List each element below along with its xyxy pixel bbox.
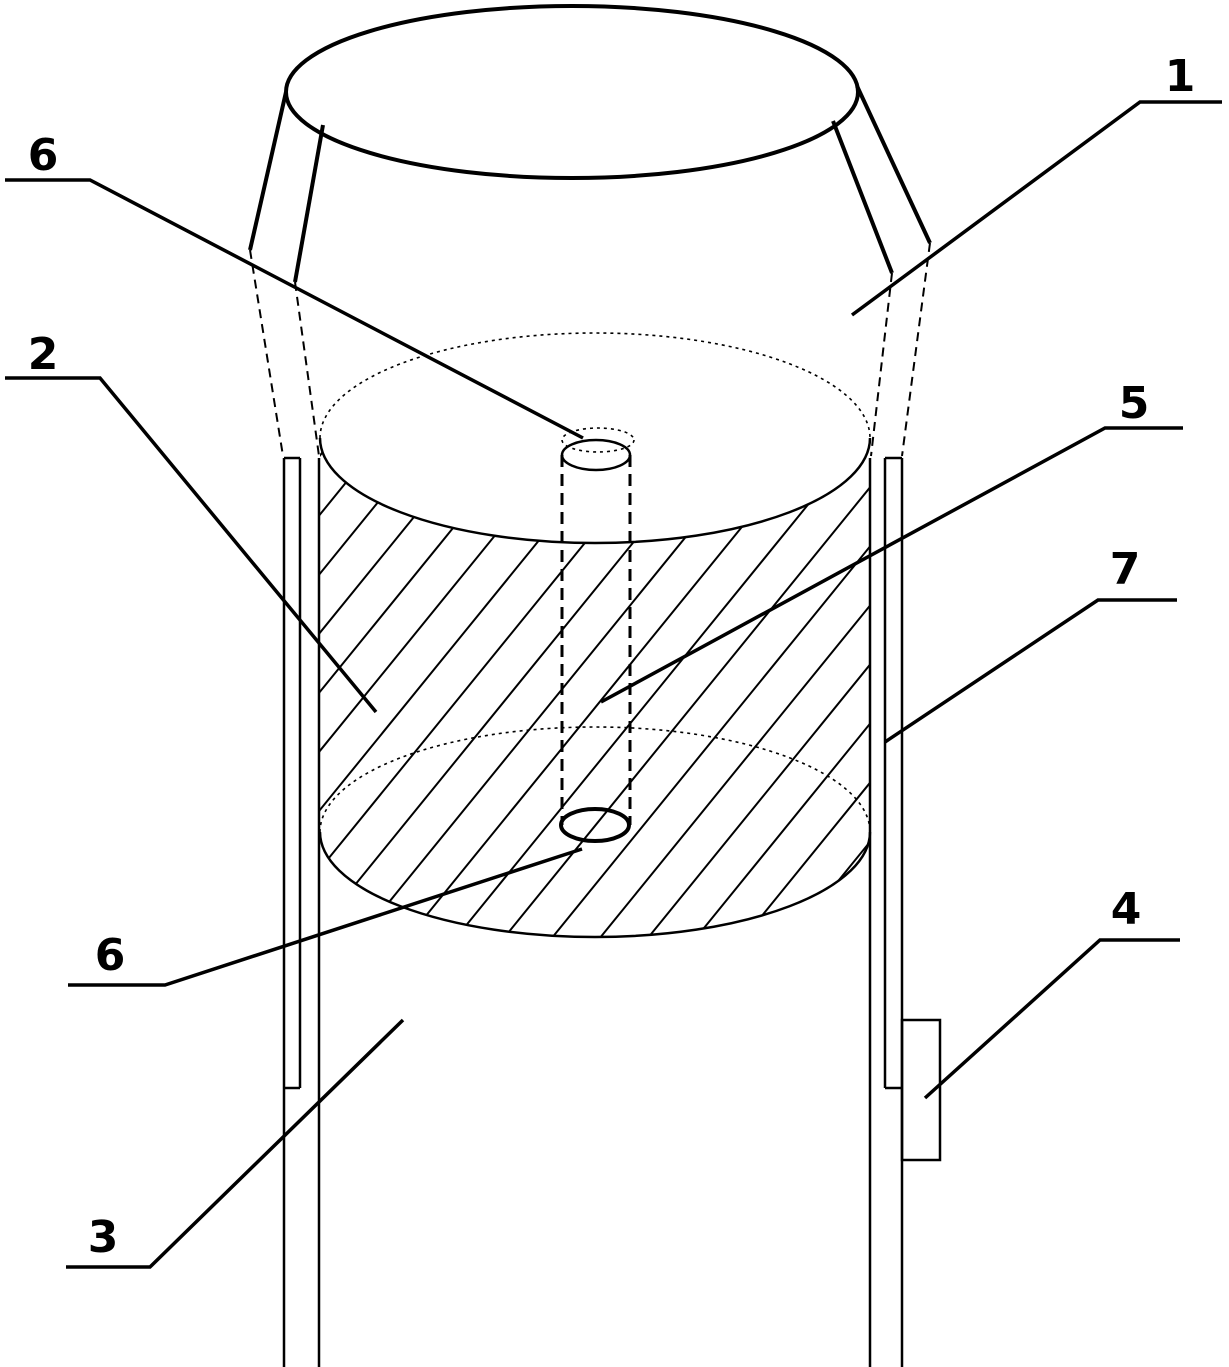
cylinder-wall-right <box>870 458 902 1367</box>
hatch-line <box>0 320 382 960</box>
hatch-line <box>870 320 1229 960</box>
hatch-line <box>0 320 478 960</box>
label-part6-top: 6 <box>28 130 59 181</box>
label-part5: 5 <box>1119 378 1150 429</box>
hatch-line <box>582 320 1102 960</box>
hatch-line <box>438 320 958 960</box>
hatch-line <box>486 320 1006 960</box>
hatch-line <box>150 320 670 960</box>
hatch-line <box>0 320 430 960</box>
funnel-wall-left <box>250 92 323 456</box>
hatch-line <box>294 320 814 960</box>
hatch-line <box>1158 320 1229 960</box>
label-part3: 3 <box>88 1212 119 1263</box>
hatch-line <box>6 320 526 960</box>
cylinder-wall-left <box>284 458 319 1367</box>
hatch-line <box>390 320 910 960</box>
label-part7: 7 <box>1110 544 1141 595</box>
hatch-line <box>1206 320 1229 960</box>
filter-bottom-ellipse <box>320 727 870 832</box>
label-part2: 2 <box>28 329 59 380</box>
central-tube <box>561 428 634 841</box>
hatch-line <box>246 320 766 960</box>
hatched-filter-body <box>0 320 1229 960</box>
label-part6-bottom: 6 <box>95 930 126 981</box>
hatch-line <box>726 320 1229 960</box>
funnel-wall-right <box>833 86 930 456</box>
hatch-line <box>822 320 1229 960</box>
hatch-line <box>630 320 1150 960</box>
filter-top-ellipse <box>320 333 870 438</box>
hatch-line <box>534 320 1054 960</box>
funnel-top-rim <box>286 6 858 178</box>
label-part1: 1 <box>1165 51 1196 102</box>
label-part4: 4 <box>1111 884 1142 935</box>
hatch-line <box>918 320 1229 960</box>
hatch-line <box>342 320 862 960</box>
hatch-line <box>966 320 1229 960</box>
